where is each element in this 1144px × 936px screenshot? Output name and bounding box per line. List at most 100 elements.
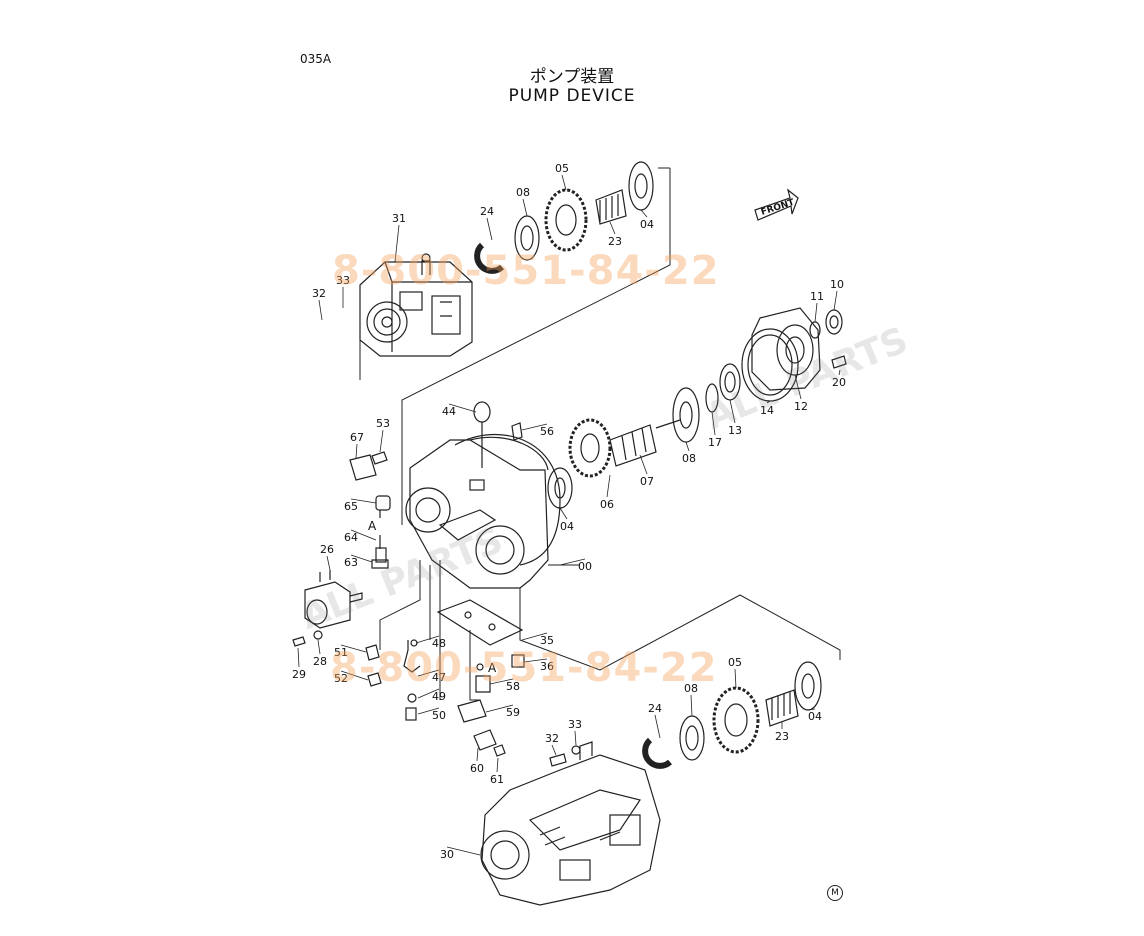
leader-line [340, 644, 367, 653]
main-shaft-train [547, 307, 847, 509]
aux-pump-upper [359, 253, 473, 357]
leader-line [448, 403, 477, 413]
part-number-08: 08 [682, 452, 696, 465]
leader-line [766, 400, 771, 404]
part-number-24: 24 [648, 702, 662, 715]
leader-line [340, 670, 369, 681]
part-number-23: 23 [775, 730, 789, 743]
leader-line [734, 668, 737, 689]
leader-line [729, 399, 736, 424]
leader-line [297, 647, 300, 668]
leader-line [833, 290, 838, 311]
leader-line [350, 529, 377, 541]
leader-line [807, 708, 816, 711]
part-number-47: 47 [432, 671, 446, 684]
ref-a-lower: A [488, 661, 497, 675]
corner-mark: M [827, 885, 843, 901]
part-number-67: 67 [350, 431, 364, 444]
part-number-28: 28 [313, 655, 327, 668]
leader-line [485, 704, 514, 713]
leader-line [489, 678, 514, 685]
part-number-33: 33 [568, 718, 582, 731]
part-number-17: 17 [708, 436, 722, 449]
leader-line [609, 221, 616, 235]
leader-line [417, 669, 440, 677]
leader-line [654, 714, 661, 739]
leader-line [317, 639, 321, 655]
leader-line [522, 198, 528, 217]
part-number-58: 58 [506, 680, 520, 693]
leader-line [690, 694, 693, 717]
leader-line [417, 688, 440, 699]
leader-line [379, 429, 384, 453]
assembly-lines [359, 167, 841, 701]
leader-line [640, 209, 648, 218]
main-pump-lower [480, 741, 661, 906]
part-number-53: 53 [376, 417, 390, 430]
part-number-20: 20 [832, 376, 846, 389]
leader-line [574, 730, 577, 746]
sheet-code: 035A [300, 52, 332, 66]
part-number-04: 04 [560, 520, 574, 533]
part-number-31: 31 [392, 212, 406, 225]
part-number-65: 65 [344, 500, 358, 513]
watermark-phone-lower: 8-800-551-84-22 [330, 645, 718, 691]
leader-line [486, 217, 493, 241]
part-number-13: 13 [728, 424, 742, 437]
pump-housing [405, 433, 561, 589]
part-number-52: 52 [334, 672, 348, 685]
leader-line [551, 744, 557, 756]
leader-line [561, 174, 567, 191]
part-number-64: 64 [344, 531, 358, 544]
part-number-24: 24 [480, 205, 494, 218]
part-number-56: 56 [540, 425, 554, 438]
leader-line [521, 632, 548, 641]
label-leaders [297, 174, 841, 856]
lower-fittings [365, 401, 525, 757]
part-number-11: 11 [810, 290, 824, 303]
part-number-60: 60 [470, 762, 484, 775]
part-number-04: 04 [808, 710, 822, 723]
leader-line [415, 635, 440, 644]
part-number-08: 08 [684, 682, 698, 695]
watermark-phone-upper: 8-800-551-84-22 [332, 248, 720, 294]
part-labels: 0004040405050607080808101112131417202323… [292, 162, 846, 861]
leader-line [350, 554, 373, 563]
part-number-32: 32 [312, 287, 326, 300]
part-number-44: 44 [442, 405, 456, 418]
upper-gear-train [474, 161, 654, 274]
leader-line [318, 299, 323, 321]
leader-line [350, 498, 377, 504]
part-number-26: 26 [320, 543, 334, 556]
leader-line [496, 757, 499, 773]
part-number-04: 04 [640, 218, 654, 231]
part-number-07: 07 [640, 475, 654, 488]
part-number-23: 23 [608, 235, 622, 248]
title-japanese: ポンプ装置 [529, 67, 615, 87]
leader-line [711, 411, 716, 436]
leader-line [559, 558, 586, 566]
part-number-48: 48 [432, 637, 446, 650]
leader-line [355, 443, 358, 459]
part-number-00: 00 [578, 560, 592, 573]
leader-line [639, 454, 648, 475]
part-number-59: 59 [506, 706, 520, 719]
leader-line [446, 846, 481, 856]
leader-line [523, 658, 548, 663]
front-arrow [754, 188, 799, 221]
part-number-35: 35 [540, 634, 554, 647]
part-number-12: 12 [794, 400, 808, 413]
part-number-50: 50 [432, 709, 446, 722]
leader-line [417, 707, 440, 715]
leader-line [559, 507, 568, 520]
leader-line [838, 369, 841, 376]
part-number-06: 06 [600, 498, 614, 511]
leader-line [326, 555, 331, 571]
leader-line [606, 474, 611, 498]
part-number-05: 05 [728, 656, 742, 669]
part-number-51: 51 [334, 646, 348, 659]
part-number-33: 33 [336, 274, 350, 287]
part-number-61: 61 [490, 773, 504, 786]
